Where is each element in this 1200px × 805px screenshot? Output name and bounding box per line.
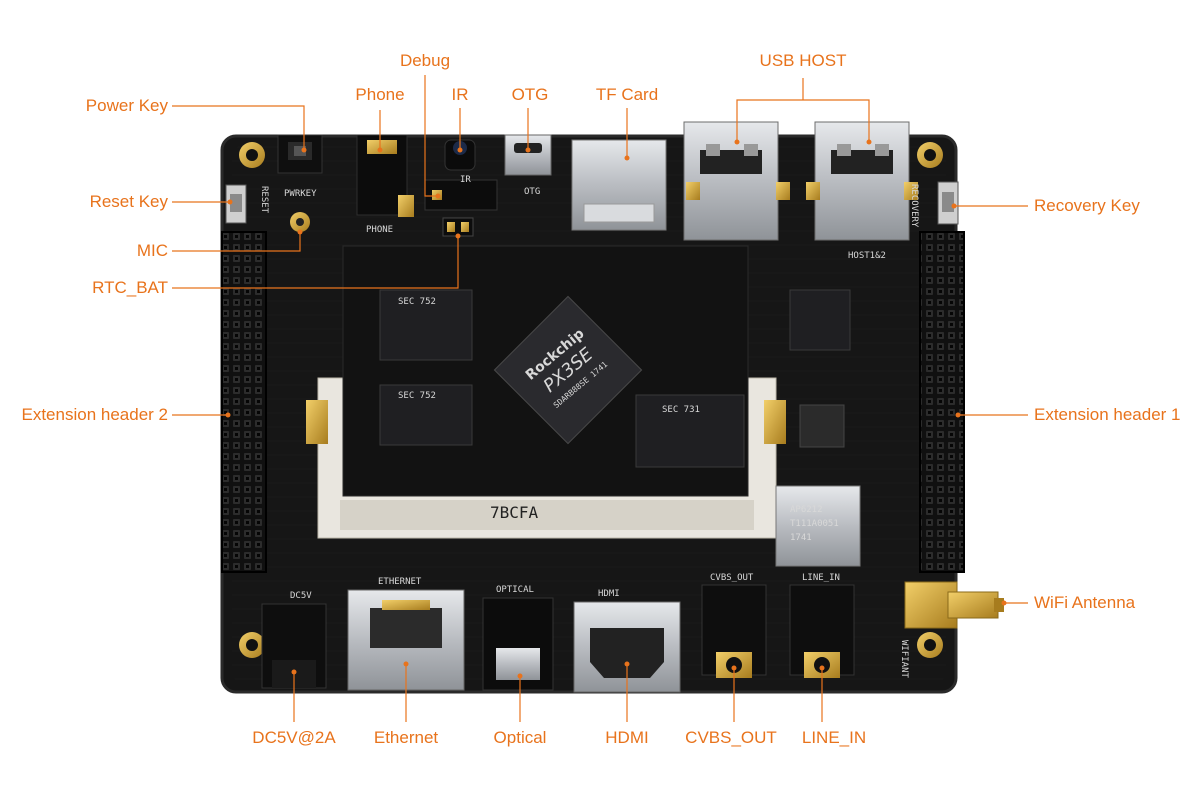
leader-power-key	[172, 105, 305, 150]
silk-phone: PHONE	[366, 225, 393, 235]
extension-header-1	[919, 231, 965, 573]
usb-hub-chip	[789, 289, 851, 351]
silk-reset: RESET	[259, 186, 269, 214]
label-usb-host: USB HOST	[759, 51, 847, 70]
label-ext-header-1: Extension header 1	[1034, 405, 1181, 424]
core-module	[306, 245, 786, 539]
phone-jack-part	[356, 134, 414, 217]
silk-pwrkey: PWRKEY	[284, 189, 317, 199]
silk-dc5v: DC5V	[290, 591, 312, 601]
label-recovery-key: Recovery Key	[1034, 196, 1140, 215]
silk-cvbs: CVBS_OUT	[710, 573, 754, 583]
label-wifi-antenna: WiFi Antenna	[1034, 593, 1136, 612]
label-ext-header-2: Extension header 2	[21, 405, 169, 424]
label-reset-key: Reset Key	[89, 192, 168, 211]
leader-rtc-bat	[172, 236, 459, 289]
silk-wifi-module: AP6212	[790, 505, 823, 515]
silk-ethernet: ETHERNET	[378, 577, 422, 587]
silk-ram3: SEC 731	[662, 405, 700, 415]
wifi-module-part	[775, 485, 861, 567]
label-hdmi: HDMI	[605, 728, 649, 747]
silk-otg: OTG	[524, 187, 540, 197]
label-ir: IR	[451, 85, 469, 104]
leader-debug	[424, 75, 438, 197]
cvbs-out-jack-part	[701, 584, 767, 678]
silk-hdmi: HDMI	[598, 589, 620, 599]
label-dc5v: DC5V@2A	[252, 728, 336, 747]
silk-slot: 7BCFA	[490, 503, 539, 522]
label-debug: Debug	[399, 51, 451, 70]
silk-wifi-code2: 1741	[790, 533, 812, 543]
leader-mic	[172, 232, 301, 252]
silk-wifi-code1: T111A0051	[790, 519, 839, 529]
inductor	[799, 404, 845, 448]
label-mic: MIC	[136, 241, 168, 260]
leader-dots	[225, 139, 1007, 679]
leader-lines	[172, 75, 1028, 722]
mounting-holes	[239, 142, 943, 658]
reset-key-part	[225, 184, 247, 224]
wifi-antenna-part	[904, 581, 1004, 629]
power-key-part	[277, 134, 323, 174]
usb-host-ports-part	[683, 121, 918, 241]
silk-ram2: SEC 752	[398, 391, 436, 401]
ir-receiver-part	[444, 139, 476, 171]
label-tf-card: TF Card	[595, 85, 659, 104]
label-cvbs-out: CVBS_OUT	[685, 728, 777, 747]
silk-wifiant: WIFIANT	[899, 640, 909, 679]
extension-header-2	[221, 231, 267, 573]
silk-recovery: RECOVERY	[909, 184, 919, 228]
label-phone: Phone	[355, 85, 405, 104]
line-in-jack-part	[789, 584, 855, 678]
label-rtc-bat: RTC_BAT	[92, 278, 168, 297]
recovery-key-part	[937, 181, 959, 225]
silk-ram1: SEC 752	[398, 297, 436, 307]
label-optical: Optical	[493, 728, 547, 747]
label-otg: OTG	[511, 85, 549, 104]
tf-card-part	[571, 139, 667, 231]
label-power-key: Power Key	[85, 96, 168, 115]
silk-ir: IR	[460, 175, 471, 185]
silk-host: HOST1&2	[848, 251, 886, 261]
label-ethernet: Ethernet	[373, 728, 439, 747]
silk-optical: OPTICAL	[496, 585, 534, 595]
silk-linein: LINE_IN	[802, 573, 840, 583]
hdmi-port-part	[573, 601, 681, 693]
label-line-in: LINE_IN	[801, 728, 867, 747]
